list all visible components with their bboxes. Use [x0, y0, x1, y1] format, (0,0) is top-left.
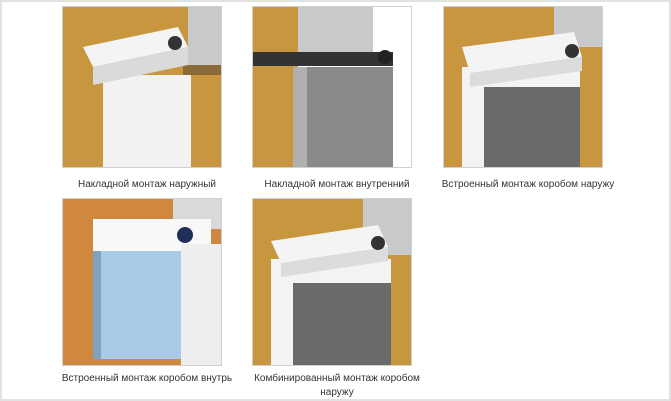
mount-image-combined-outward: [252, 198, 412, 366]
mount-image-overlay-inner: [252, 6, 412, 168]
mount-image-overlay-outer: [62, 6, 222, 168]
mount-image-built-in-outward: [443, 6, 603, 168]
mount-caption: Накладной монтаж наружный: [77, 179, 217, 190]
mount-caption: Встроенный монтаж коробом наружу: [441, 179, 615, 190]
mount-caption-text: Комбинированный монтаж коробом наружу: [254, 373, 420, 398]
mount-caption: Комбинированный монтаж коробом наружу: [240, 372, 434, 400]
mount-image-built-in-inward: [62, 198, 222, 366]
mount-caption: Накладной монтаж внутренний: [264, 179, 410, 190]
mount-caption: Встроенный монтаж коробом внутрь: [61, 373, 233, 384]
